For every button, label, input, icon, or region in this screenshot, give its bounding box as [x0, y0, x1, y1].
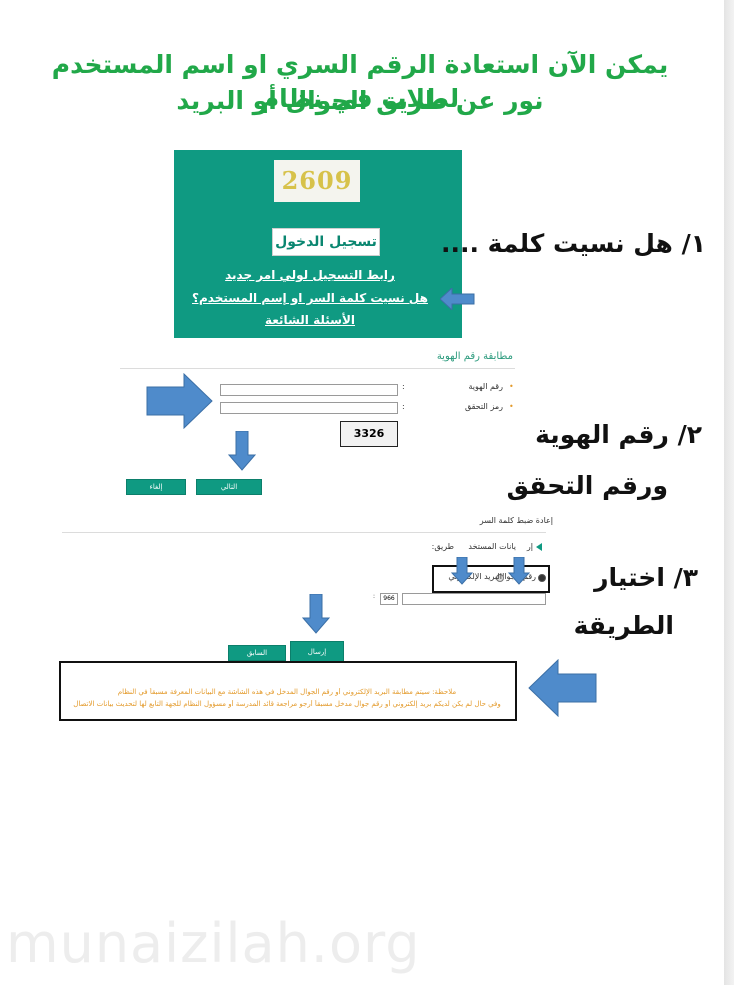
- note-line-2: وفي حال لم يكن لديكم بريد إلكتروني أو رق…: [73, 700, 501, 708]
- verification-code-label: رمز التحقق: [464, 402, 503, 411]
- login-panel: 2609 تسجيل الدخول رابط التسجيل لولي امر …: [174, 150, 462, 338]
- reset-form-title: إعادة ضبط كلمة السر: [479, 516, 553, 525]
- step-1-label: ١/ هل نسيت كلمة ....: [440, 229, 706, 258]
- step-3-label-line-2: الطريقة: [573, 611, 674, 640]
- id-number-label: رقم الهوية: [468, 382, 503, 391]
- reset-subtitle-start: إر: [526, 542, 533, 551]
- identity-form-divider: [120, 368, 515, 369]
- verification-captcha-image: 3326: [340, 421, 398, 447]
- identity-form-title: مطابقة رقم الهوية: [436, 351, 513, 362]
- reset-subtitle-middle: يانات المستخد: [468, 542, 516, 551]
- required-bullet: •: [509, 382, 514, 391]
- step-2-label-line-1: ٢/ رقم الهوية: [535, 420, 702, 449]
- login-button[interactable]: تسجيل الدخول: [272, 228, 380, 256]
- method-selection-box: رقم الجوال البريد الإلكتروني: [432, 565, 550, 593]
- email-option-label[interactable]: البريد الإلكتروني: [448, 572, 502, 581]
- colon: :: [402, 382, 405, 391]
- faq-link[interactable]: الأسئلة الشائعة: [265, 313, 355, 327]
- reset-form-divider: [62, 532, 546, 533]
- cancel-button[interactable]: إلغاء: [126, 479, 186, 495]
- back-button[interactable]: السابق: [228, 645, 286, 661]
- arrow-left-icon: [528, 659, 597, 717]
- reset-subtitle-end: طريق:: [431, 542, 454, 551]
- arrow-left-icon: [440, 288, 475, 310]
- page-edge: [724, 0, 734, 985]
- colon: :: [373, 593, 376, 600]
- arrow-down-icon: [302, 594, 330, 634]
- step-3-label-line-1: ٣/ اختيار: [594, 563, 698, 592]
- headline-line-1: يمكن الآن استعادة الرقم السري او اسم الم…: [51, 50, 669, 113]
- required-bullet: •: [509, 402, 514, 411]
- note-line-1: ملاحظة: سيتم مطابقة البريد الإلكتروني أو…: [117, 688, 457, 696]
- email-radio[interactable]: [496, 574, 504, 582]
- colon: :: [402, 402, 405, 411]
- send-button[interactable]: إرسال: [290, 641, 344, 663]
- step-2-label-line-2: ورقم التحقق: [506, 471, 668, 500]
- login-captcha-image: 2609: [274, 160, 360, 202]
- watermark-text: munaizilah.org: [6, 912, 421, 975]
- id-number-input[interactable]: [220, 384, 398, 396]
- triangle-bullet-icon: [536, 543, 542, 551]
- country-code-field: 966: [380, 593, 398, 605]
- arrow-down-icon: [451, 557, 473, 585]
- arrow-down-icon: [228, 431, 256, 471]
- forgot-password-link[interactable]: هل نسيت كلمة السر او إسم المستخدم؟: [192, 291, 428, 305]
- mobile-radio[interactable]: [538, 574, 546, 582]
- arrow-right-icon: [146, 373, 213, 429]
- arrow-down-icon: [508, 557, 530, 585]
- mobile-number-input[interactable]: [402, 593, 546, 605]
- headline-line-2: نور عن طريق الجوال أو البريد: [176, 86, 544, 115]
- verification-code-input[interactable]: [220, 402, 398, 414]
- next-button[interactable]: التالي: [196, 479, 262, 495]
- note-box: ملاحظة: سيتم مطابقة البريد الإلكتروني أو…: [59, 661, 517, 721]
- new-parent-registration-link[interactable]: رابط التسجيل لولي امر جديد: [225, 268, 395, 282]
